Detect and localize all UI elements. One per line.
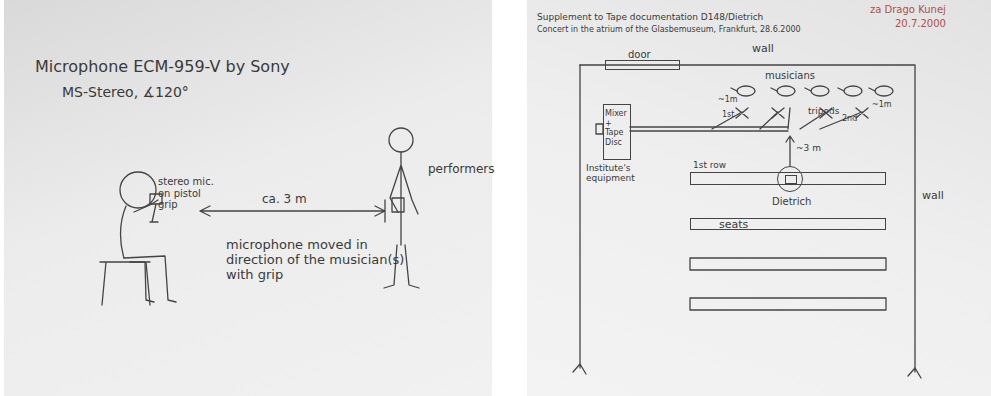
annotation-text: ~1m — [718, 95, 758, 104]
leg-sketch — [130, 262, 154, 302]
stool-sketch — [100, 262, 150, 305]
signature-note: 20.7.2000 — [895, 18, 975, 30]
annotation-text: Supplement to Tape documentation D148/Di… — [537, 12, 867, 22]
annotation-text: ~1m — [872, 100, 912, 109]
leg-sketch — [124, 256, 176, 302]
node-label: 1st row — [693, 160, 726, 170]
distance-arrow — [786, 136, 794, 166]
seat-row — [690, 298, 886, 310]
body-sketch — [390, 152, 418, 245]
head-sketch — [389, 128, 413, 152]
annotation-text: Concert in the atrium of the Glasbemuseu… — [537, 25, 867, 34]
wall-line — [580, 65, 915, 372]
annotation-text: 2nd — [842, 114, 872, 123]
equipment-box: Mixer + Tape Disc — [603, 104, 631, 160]
seat-row: seats — [690, 218, 886, 230]
annotation-text: Microphone ECM-959-V by Sony — [35, 58, 335, 76]
signature-note: za Drago Kunej — [870, 4, 980, 16]
annotation-text: performers — [428, 163, 498, 177]
break-mark — [573, 364, 921, 378]
door-box: door — [605, 60, 680, 70]
annotation-text: MS-Stereo, ∡120° — [62, 84, 282, 100]
node-label: seats — [719, 218, 748, 231]
annotation-text: 1st — [722, 110, 752, 119]
annotation-text: ~3 m — [796, 143, 836, 153]
node-label: Dietrich — [772, 196, 811, 207]
annotation-text: wall — [922, 190, 972, 203]
annotation-text: ca. 3 m — [262, 193, 342, 207]
recorder-symbol — [785, 175, 797, 184]
recorder-circle: Dietrich — [777, 166, 803, 192]
pistol-grip — [150, 204, 158, 222]
node-label: door — [628, 49, 651, 60]
back-sketch — [121, 206, 127, 258]
instrument-sketch — [392, 198, 404, 212]
seat-row — [690, 258, 886, 270]
cable — [630, 127, 788, 131]
annotation-text: musicians — [765, 70, 845, 82]
annotation-text: wall — [752, 43, 802, 56]
wall-line — [579, 65, 580, 368]
musician-symbols — [731, 86, 893, 96]
cable — [712, 108, 862, 129]
annotation-text: Institute's equipment — [586, 163, 656, 184]
plug-symbol — [596, 124, 603, 134]
photo-panel — [527, 0, 991, 396]
annotation-text: stereo mic. on pistol grip — [158, 176, 218, 211]
node-label: Mixer + Tape Disc — [605, 109, 631, 147]
annotation-text: microphone moved in direction of the mus… — [226, 238, 416, 283]
